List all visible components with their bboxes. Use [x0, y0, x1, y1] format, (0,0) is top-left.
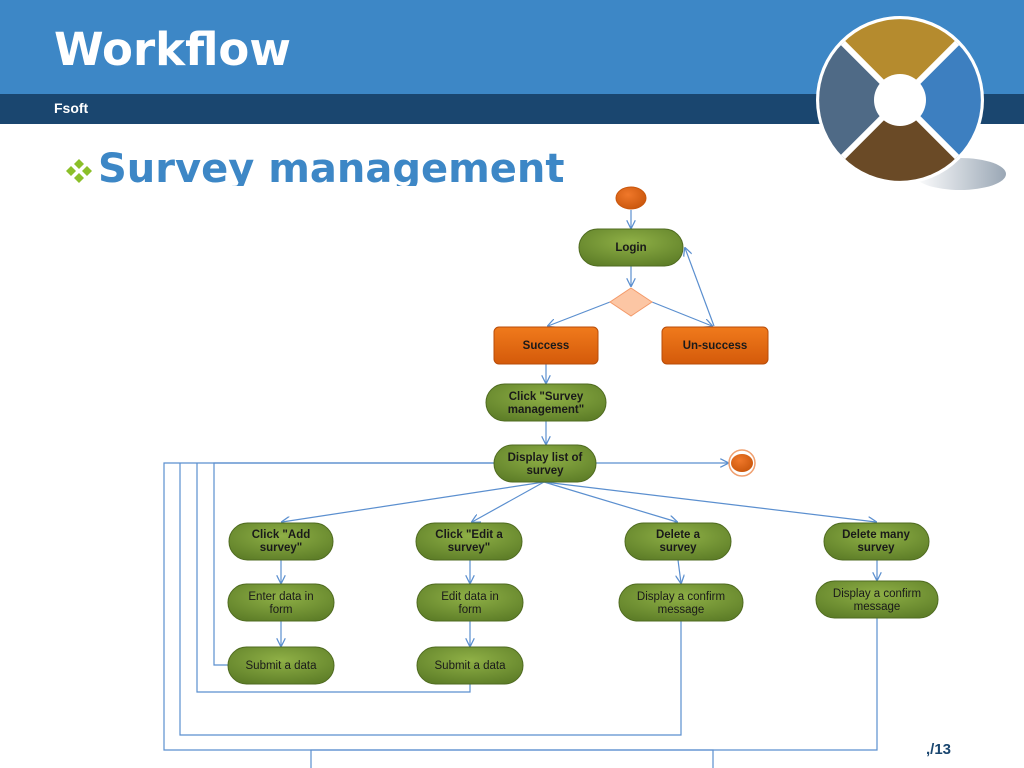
display-list-node: Display list of survey — [493, 444, 597, 483]
emblem-quadrant-left — [819, 43, 900, 157]
page-number: ,/13 — [926, 741, 952, 758]
emblem-quadrant-bottom — [843, 100, 957, 181]
edge-unsuccess-login — [685, 248, 715, 327]
bullet-text: Survey management — [98, 146, 565, 186]
login-node: Login — [578, 228, 684, 267]
emblem-center — [874, 74, 926, 126]
loop-confirm-many — [163, 462, 878, 751]
emblem-quadrant-right — [900, 43, 981, 157]
unsuccess-label: Un-success — [683, 340, 748, 352]
delete-survey-label-1: Delete a — [656, 529, 701, 541]
click-survey-management-node: Click "Survey management" — [485, 383, 607, 422]
enter-data-label-2: form — [270, 604, 293, 616]
edge-display-add — [282, 481, 545, 522]
decision-node — [609, 287, 653, 317]
delete-survey-node: Delete a survey — [624, 522, 732, 561]
confirm-many-label-2: message — [854, 601, 901, 613]
click-add-label-2: survey" — [260, 542, 303, 554]
login-label: Login — [615, 242, 646, 254]
enter-data-label-1: Enter data in — [248, 591, 313, 603]
submit-add-label: Submit a data — [246, 660, 318, 672]
end-node — [731, 454, 753, 472]
diamond-bullet-icon — [66, 159, 92, 183]
confirm-many-message-node: Display a confirm message — [815, 580, 939, 619]
loop-submit-add — [213, 462, 494, 666]
delete-survey-label-2: survey — [659, 542, 697, 554]
lower-frame — [310, 749, 714, 768]
click-edit-survey-node: Click "Edit a survey" — [415, 522, 523, 561]
edge-decision-unsuccess — [651, 301, 712, 326]
click-survey-management-label-2: management" — [508, 404, 584, 416]
display-list-label-1: Display list of — [508, 452, 583, 464]
submit-edit-node: Submit a data — [416, 646, 524, 685]
edge-display-edit — [472, 481, 545, 522]
confirm-one-label-1: Display a confirm — [637, 591, 725, 603]
edit-data-label-2: form — [459, 604, 482, 616]
confirm-message-node: Display a confirm message — [618, 583, 744, 622]
loop-submit-edit — [196, 463, 471, 693]
confirm-many-label-1: Display a confirm — [833, 588, 921, 600]
start-node — [615, 186, 647, 210]
unsuccess-node: Un-success — [661, 326, 769, 365]
edit-data-node: Edit data in form — [416, 583, 524, 622]
submit-edit-label: Submit a data — [435, 660, 507, 672]
slide-subtitle: Fsoft — [54, 100, 89, 116]
emblem-quadrant-top — [843, 19, 957, 100]
success-node: Success — [493, 326, 599, 365]
display-list-label-2: survey — [526, 465, 564, 477]
edge-display-delete — [543, 481, 677, 522]
click-edit-label-1: Click "Edit a — [435, 529, 503, 541]
delete-many-label-1: Delete many — [842, 529, 910, 541]
slide-title: Workflow — [54, 23, 291, 76]
enter-data-node: Enter data in form — [227, 583, 335, 622]
delete-many-survey-node: Delete many survey — [823, 522, 930, 561]
edge-display-deletemany — [543, 481, 876, 522]
click-edit-label-2: survey" — [448, 542, 491, 554]
submit-add-node: Submit a data — [227, 646, 335, 685]
confirm-one-label-2: message — [658, 604, 705, 616]
connectors — [163, 210, 878, 768]
bullet-heading: Survey management — [64, 146, 565, 186]
header-emblem — [816, 16, 1006, 190]
edge-decision-success — [548, 301, 611, 326]
click-add-label-1: Click "Add — [252, 529, 311, 541]
click-add-survey-node: Click "Add survey" — [228, 522, 334, 561]
click-survey-management-label-1: Click "Survey — [509, 391, 584, 403]
success-label: Success — [523, 340, 570, 352]
delete-many-label-2: survey — [857, 542, 895, 554]
loop-confirm-one — [179, 463, 682, 736]
edit-data-label-1: Edit data in — [441, 591, 499, 603]
edge-delete-confirm — [678, 559, 681, 583]
